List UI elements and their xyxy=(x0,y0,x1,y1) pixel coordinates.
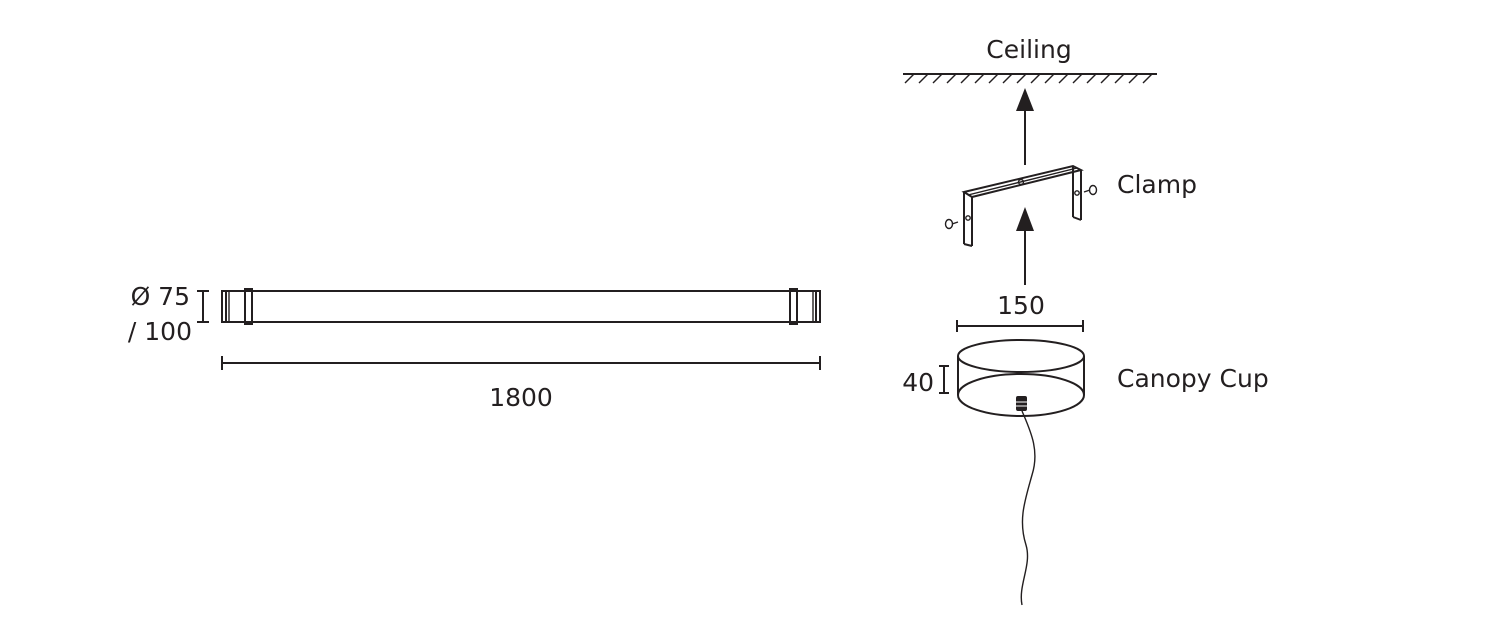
arrow-up-to-clamp xyxy=(1016,207,1034,285)
suspension-cable xyxy=(1020,410,1036,606)
right-end-cap xyxy=(789,288,817,325)
clamp-bracket: Clamp xyxy=(944,164,1197,247)
canopy-height-dimension: 40 xyxy=(902,365,949,397)
canopy-cup-label: Canopy Cup xyxy=(1117,364,1269,393)
diameter-dimension: Ø 75 / 100 xyxy=(128,282,209,346)
clamp-screw-right xyxy=(1083,184,1098,196)
left-end-cap xyxy=(225,288,253,325)
clamp-label: Clamp xyxy=(1117,170,1197,199)
ceiling-symbol: Ceiling xyxy=(903,35,1157,84)
canopy-height-label: 40 xyxy=(902,368,934,397)
length-label: 1800 xyxy=(489,383,553,412)
length-dimension: 1800 xyxy=(221,356,821,412)
canopy-cup: Canopy Cup xyxy=(957,339,1269,417)
canopy-width-label: 150 xyxy=(997,291,1045,320)
ceiling-label: Ceiling xyxy=(986,35,1071,64)
clamp-screw-left xyxy=(944,218,959,230)
canopy-width-dimension: 150 xyxy=(956,291,1084,332)
diameter-label-line1: Ø 75 xyxy=(131,282,190,311)
arrow-up-to-ceiling xyxy=(1016,88,1034,165)
diameter-label-line2: / 100 xyxy=(128,317,192,346)
tube-luminaire xyxy=(221,288,821,325)
